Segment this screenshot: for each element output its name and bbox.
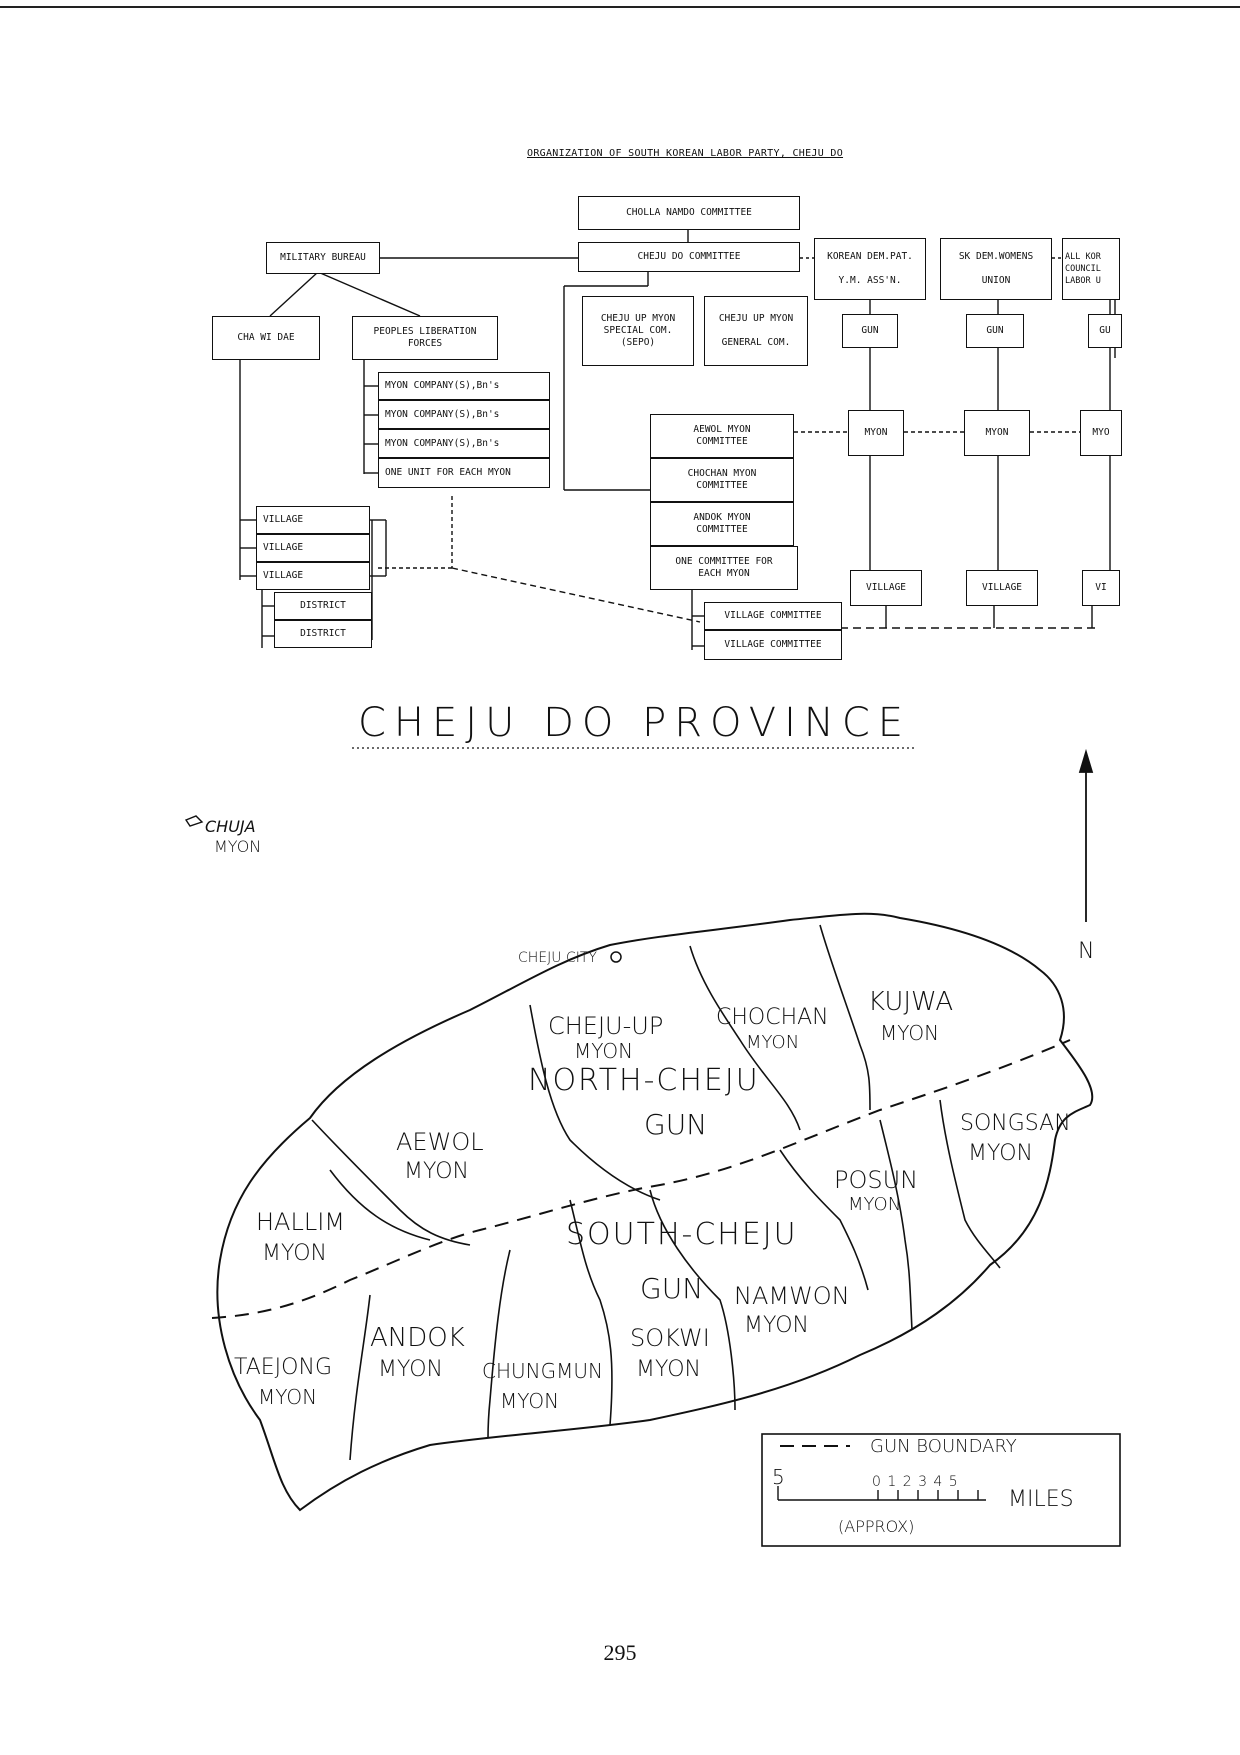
chochan-label: CHOCHAN bbox=[716, 1005, 829, 1030]
cha-wi-dae-box: CHA WI DAE bbox=[212, 316, 320, 360]
scale-bar bbox=[777, 1486, 986, 1501]
district-box: DISTRICT bbox=[274, 592, 372, 620]
page-number: 295 bbox=[603, 1640, 637, 1665]
myon-company-box: MYON COMPANY(S),Bn's bbox=[378, 400, 550, 429]
village-box: VILLAGE bbox=[256, 562, 370, 590]
village-box: VILLAGE bbox=[850, 570, 922, 606]
village-box: VILLAGE bbox=[966, 570, 1038, 606]
chochan-myon-committee-box: CHOCHAN MYON COMMITTEE bbox=[650, 458, 794, 502]
org-chart-connectors bbox=[239, 230, 1116, 650]
north-gun-label: GUN bbox=[644, 1108, 707, 1141]
gun-boundary-line bbox=[211, 1039, 1071, 1319]
andok-label: ANDOK bbox=[370, 1323, 465, 1353]
village-box: VILLAGE bbox=[256, 506, 370, 534]
legend-box bbox=[761, 1433, 1121, 1547]
andok-myon-committee-box: ANDOK MYON COMMITTEE bbox=[650, 502, 794, 546]
cheju-up-myon-label: MYON bbox=[574, 1039, 633, 1063]
songsan-label: SONGSAN bbox=[960, 1111, 1071, 1136]
village-box: VI bbox=[1082, 570, 1120, 606]
cheju-do-committee-box: CHEJU DO COMMITTEE bbox=[578, 242, 800, 272]
kujwa-label: KUJWA bbox=[868, 987, 953, 1017]
sokwi-label: SOKWI bbox=[630, 1324, 710, 1352]
namwon-myon-label: MYON bbox=[744, 1313, 809, 1338]
cheju-city-label: CHEJU CITY bbox=[518, 950, 597, 966]
chuja-marker bbox=[184, 815, 204, 827]
andok-myon-label: MYON bbox=[378, 1357, 443, 1382]
korean-dem-pat-box: KOREAN DEM.PAT. Y.M. ASS'N. bbox=[814, 238, 926, 300]
myon-company-box: MYON COMPANY(S),Bn's bbox=[378, 429, 550, 458]
posun-label: POSUN bbox=[834, 1166, 918, 1194]
namwon-label: NAMWON bbox=[734, 1282, 850, 1310]
myon-box: MYON bbox=[848, 410, 904, 456]
posun-myon-label: MYON bbox=[848, 1194, 901, 1215]
cheju-city-marker bbox=[610, 951, 622, 963]
cheju-up-special-committee-box: CHEJU UP MYON SPECIAL COM. (SEPO) bbox=[582, 296, 694, 366]
taejong-myon-label: MYON bbox=[258, 1385, 317, 1409]
island-outline bbox=[216, 912, 1094, 1512]
one-committee-per-myon-box: ONE COMMITTEE FOR EACH MYON bbox=[650, 546, 798, 590]
south-gun-label: GUN bbox=[640, 1272, 703, 1305]
village-committee-box: VILLAGE COMMITTEE bbox=[704, 602, 842, 630]
sokwi-myon-label: MYON bbox=[636, 1357, 701, 1382]
gun-box: GUN bbox=[842, 314, 898, 348]
myon-company-box: MYON COMPANY(S),Bn's bbox=[378, 372, 550, 400]
scale-ticks-label: 0 1 2 3 4 5 bbox=[872, 1474, 959, 1490]
map-title: CHEJU DO PROVINCE bbox=[358, 700, 912, 746]
aewol-myon-committee-box: AEWOL MYON COMMITTEE bbox=[650, 414, 794, 458]
org-chart-title: ORGANIZATION OF SOUTH KOREAN LABOR PARTY… bbox=[527, 148, 844, 159]
cheju-up-label: CHEJU-UP bbox=[548, 1012, 663, 1040]
sk-dem-womens-union-box: SK DEM.WOMENS UNION bbox=[940, 238, 1052, 300]
chochan-myon-label: MYON bbox=[746, 1032, 799, 1053]
hallim-myon-label: MYON bbox=[262, 1241, 327, 1266]
gun-box: GU bbox=[1088, 314, 1122, 348]
hallim-label: HALLIM bbox=[256, 1208, 345, 1236]
myon-box: MYO bbox=[1080, 410, 1122, 456]
village-committee-box: VILLAGE COMMITTEE bbox=[704, 630, 842, 660]
miles-label: MILES bbox=[1008, 1487, 1074, 1512]
songsan-myon-label: MYON bbox=[968, 1141, 1033, 1166]
chuja-myon-label: MYON bbox=[214, 837, 261, 856]
north-arrow bbox=[1078, 748, 1094, 922]
cholla-namdo-committee-box: CHOLLA NAMDO COMMITTEE bbox=[578, 196, 800, 230]
taejong-label: TAEJONG bbox=[234, 1355, 332, 1380]
north-cheju-label: NORTH-CHEJU bbox=[528, 1063, 760, 1098]
approx-label: (APPROX) bbox=[838, 1517, 914, 1536]
aewol-label: AEWOL bbox=[396, 1128, 484, 1156]
myon-boundaries bbox=[311, 924, 1001, 1461]
myon-box: MYON bbox=[964, 410, 1030, 456]
south-cheju-label: SOUTH-CHEJU bbox=[566, 1217, 798, 1252]
chuja-label: CHUJA bbox=[205, 817, 256, 836]
north-label: N bbox=[1078, 939, 1094, 964]
cheju-up-general-committee-box: CHEJU UP MYON GENERAL COM. bbox=[704, 296, 808, 366]
top-rule bbox=[0, 6, 1240, 8]
kujwa-myon-label: MYON bbox=[880, 1021, 939, 1045]
legend-gun-boundary-label: GUN BOUNDARY bbox=[870, 1436, 1017, 1457]
chungmun-label: CHUNGMUN bbox=[482, 1359, 603, 1383]
military-bureau-box: MILITARY BUREAU bbox=[266, 242, 380, 274]
aewol-myon-label: MYON bbox=[404, 1159, 469, 1184]
district-box: DISTRICT bbox=[274, 620, 372, 648]
scale-left-label: 5 bbox=[772, 1465, 785, 1489]
one-unit-per-myon-box: ONE UNIT FOR EACH MYON bbox=[378, 458, 550, 488]
chungmun-myon-label: MYON bbox=[500, 1389, 559, 1413]
gun-box: GUN bbox=[966, 314, 1024, 348]
peoples-liberation-forces-box: PEOPLES LIBERATION FORCES bbox=[352, 316, 498, 360]
all-korea-council-box: ALL KOR COUNCIL LABOR U bbox=[1062, 238, 1120, 300]
village-box: VILLAGE bbox=[256, 534, 370, 562]
